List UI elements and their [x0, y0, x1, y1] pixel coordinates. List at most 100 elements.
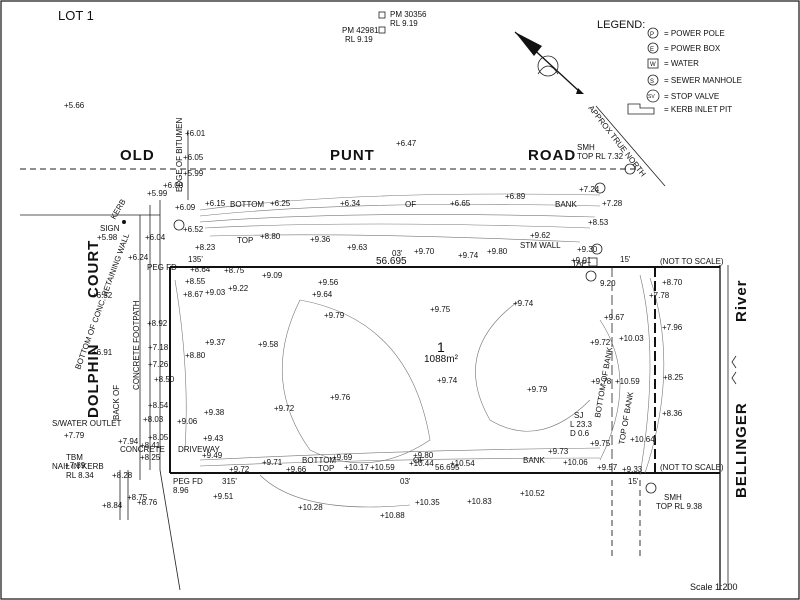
spot-level: +9.72 — [274, 404, 295, 413]
stop-valve-icon — [594, 182, 606, 194]
spot-level: +9.58 — [258, 340, 279, 349]
spot-level: +10.35 — [415, 498, 440, 507]
sewer-manhole-icon — [624, 163, 636, 175]
smh-bottom-rl: TOP RL 9.38 — [656, 502, 703, 511]
legend-item-water: = WATER — [664, 59, 699, 68]
spot-level: +8.03 — [143, 415, 164, 424]
legend-item-power-pole: = POWER POLE — [664, 29, 725, 38]
spot-level: +9.79 — [324, 311, 345, 320]
spot-level: +8.36 — [662, 409, 683, 418]
spot-level: +6.32 — [92, 291, 113, 300]
spot-level: +8.55 — [185, 277, 206, 286]
spot-level: +6.52 — [183, 225, 204, 234]
spot-level: +10.03 — [619, 334, 644, 343]
bottom-bank-bank-label: BANK — [523, 456, 545, 465]
pm-marker — [378, 26, 386, 34]
boundary-bottom-angle: 315' — [222, 477, 237, 486]
sign-marker — [122, 220, 126, 224]
storm-wall-label: STM WALL — [520, 241, 561, 250]
lot-label: LOT 1 — [58, 8, 94, 23]
boundary-bottom-length: 56.695 — [435, 463, 460, 472]
bank-top-label: TOP — [237, 236, 253, 245]
spot-level: +9.80 — [413, 451, 434, 460]
pm-label: PM 42981 — [342, 26, 379, 35]
spot-level: +10.06 — [563, 458, 588, 467]
spot-level: +9.75 — [430, 305, 451, 314]
spot-level: +5.66 — [64, 101, 85, 110]
spot-level: +8.28 — [112, 471, 133, 480]
bank-bank-label: BANK — [555, 200, 577, 209]
spot-level: +10.64 — [630, 435, 655, 444]
bottom-bank-bottom-label: BOTTOM — [302, 456, 336, 465]
svg-text:SV: SV — [648, 94, 655, 100]
spot-level: +9.79 — [527, 385, 548, 394]
tbm-rl: RL 8.34 — [66, 471, 94, 480]
spot-level: +10.59 — [615, 377, 640, 386]
spot-level: +9.36 — [310, 235, 331, 244]
spot-level: +8.64 — [190, 265, 211, 274]
spot-level: +9.38 — [204, 408, 225, 417]
peg-fd-rl: 8.96 — [173, 486, 189, 495]
boundary-top-dir: 03' — [392, 249, 403, 258]
spot-level: +9.33 — [622, 465, 643, 474]
not-to-scale-bottom: (NOT TO SCALE) — [660, 463, 724, 472]
spot-level: +10.44 — [409, 459, 434, 468]
spot-level: +8.05 — [148, 433, 169, 442]
spot-level: +9.63 — [347, 243, 368, 252]
concrete-label: CONCRETE — [120, 445, 165, 454]
spot-level: +9.51 — [213, 492, 234, 501]
spot-level: +10.52 — [520, 489, 545, 498]
edge-of-bitumen-label: EDGE OF BITUMEN — [175, 118, 184, 192]
spot-level: +9.67 — [604, 313, 625, 322]
spot-level: +5.98 — [97, 233, 118, 242]
rl-920: 9.20 — [600, 279, 616, 288]
spot-level: +8.80 — [260, 232, 281, 241]
spot-level: +7.79 — [64, 431, 85, 440]
spot-level: +6.00 — [163, 181, 184, 190]
concrete-footpath-label: CONCRETE FOOTPATH — [132, 300, 141, 390]
spot-level: +9.74 — [513, 299, 534, 308]
spot-level: +8.23 — [195, 243, 216, 252]
spot-level: +9.66 — [286, 465, 307, 474]
bottom-bank-top-label: TOP — [318, 464, 334, 473]
nail-label: NAIL IN KERB — [52, 462, 104, 471]
power-pole-icon — [647, 27, 659, 39]
peg-fd-bottom: PEG FD — [173, 477, 203, 486]
spot-levels: +5.66+6.47+6.01+6.05+5.99+6.00+5.99+6.09… — [64, 101, 684, 520]
spot-level: +9.74 — [458, 251, 479, 260]
sign-label: SIGN — [100, 224, 120, 233]
spot-level: +6.15 — [205, 199, 226, 208]
spot-level: +10.17 — [344, 463, 369, 472]
spot-level: +7.89 — [65, 461, 86, 470]
spot-level: +6.09 — [175, 203, 196, 212]
kerb-inlet-pit-icon — [627, 103, 655, 115]
spot-level: +6.91 — [92, 348, 113, 357]
spot-level: +10.59 — [370, 463, 395, 472]
spot-level: +9.64 — [312, 290, 333, 299]
svg-text:W: W — [650, 62, 656, 68]
utilities: SMH TOP RL 7.32 TAP SMH TOP RL 9.38 — [122, 143, 703, 511]
road-name-dolphin: DOLPHIN — [85, 344, 102, 419]
sewer-manhole-icon — [647, 74, 659, 86]
road-linework: EDGE OF BITUMEN — [20, 118, 737, 591]
spot-level: +8.70 — [662, 278, 683, 287]
legend-item-sewer-manhole: = SEWER MANHOLE — [664, 76, 742, 85]
spot-level: +7.78 — [649, 291, 670, 300]
spot-level: +6.65 — [450, 199, 471, 208]
legend-item-kerb-inlet-pit: = KERB INLET PIT — [664, 105, 732, 114]
spot-level: +9.43 — [203, 434, 224, 443]
pm-rl: RL 9.19 — [390, 19, 418, 28]
spot-level: +6.05 — [183, 153, 204, 162]
spot-level: +10.88 — [380, 511, 405, 520]
spot-level: +9.69 — [332, 453, 353, 462]
power-pole-icon — [173, 219, 185, 231]
sewer-manhole-icon — [645, 482, 657, 494]
tap-label: TAP — [572, 259, 587, 268]
tbm-label: TBM — [66, 453, 83, 462]
spot-level: +9.80 — [487, 247, 508, 256]
spot-level: +9.78 — [591, 377, 612, 386]
power-pole-icon — [591, 243, 603, 255]
spot-level: +8.92 — [147, 319, 168, 328]
spot-level: +10.28 — [298, 503, 323, 512]
